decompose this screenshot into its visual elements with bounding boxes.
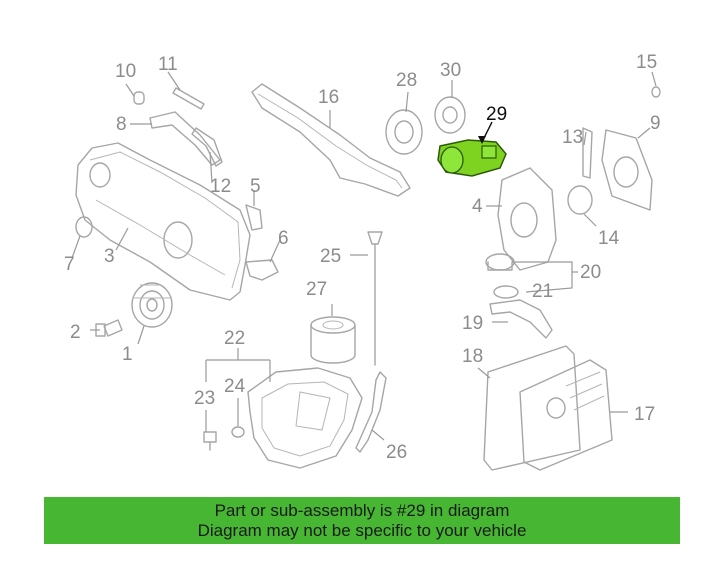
part-6-bracket (245, 259, 279, 281)
callout-23: 23 (194, 388, 215, 409)
callout-3: 3 (104, 246, 115, 267)
callout-16: 16 (318, 87, 339, 108)
callout-10: 10 (115, 61, 136, 82)
callout-2: 2 (70, 322, 81, 343)
callout-27: 27 (306, 279, 327, 300)
part-22-oil-pan (247, 367, 363, 469)
part-20-filler-cap (485, 253, 515, 271)
callout-29: 29 (486, 104, 507, 125)
banner-line-1: Part or sub-assembly is #29 in diagram (214, 501, 510, 520)
callout-12: 12 (210, 176, 231, 197)
leader-lines (71, 71, 657, 441)
part-15-pin (651, 86, 661, 98)
callout-1: 1 (122, 344, 133, 365)
callout-5: 5 (250, 176, 261, 197)
part-28-idler-pulley (385, 109, 423, 155)
callout-25: 25 (320, 246, 341, 267)
callout-20: 20 (580, 262, 601, 283)
banner-line-2: Diagram may not be specific to your vehi… (197, 521, 527, 540)
part-16-timing-belt (251, 83, 411, 197)
part-18-gasket (483, 345, 581, 471)
callout-4: 4 (472, 196, 483, 217)
part-11-seal-strip (172, 87, 205, 110)
part-7-plug (75, 216, 93, 238)
part-10-grommet (133, 91, 145, 105)
part-9-cover (601, 129, 653, 211)
part-25-dipstick (367, 231, 383, 366)
callout-21: 21 (532, 281, 553, 302)
info-banner: Part or sub-assembly is #29 in diagram D… (44, 497, 680, 544)
callout-9: 9 (650, 113, 661, 134)
callout-13: 13 (562, 127, 583, 148)
part-29-tensioner-highlighted (437, 139, 507, 177)
callout-14: 14 (598, 228, 620, 249)
part-19-oil-pipe (489, 299, 553, 339)
callout-17: 17 (634, 404, 655, 425)
part-8-gasket (149, 111, 221, 166)
part-1-crank-pulley (131, 282, 173, 328)
part-14-o-ring (567, 185, 593, 215)
callout-28: 28 (396, 70, 417, 91)
callout-22: 22 (224, 328, 245, 349)
callout-19: 19 (462, 313, 483, 334)
part-27-oil-filter (310, 316, 356, 364)
callout-8: 8 (116, 114, 127, 135)
callout-labels: 10 11 8 12 5 6 7 3 1 2 16 28 30 29 4 13 … (64, 52, 661, 463)
callout-24: 24 (224, 376, 246, 397)
callout-15: 15 (636, 52, 657, 73)
part-2-bolt (95, 319, 123, 337)
callout-11: 11 (158, 54, 178, 75)
callout-30: 30 (440, 60, 461, 81)
part-30-idler-pulley (434, 96, 466, 134)
callout-18: 18 (462, 346, 483, 367)
part-17-valve-cover (519, 359, 613, 471)
part-3-timing-cover (75, 142, 251, 301)
part-5-bracket (245, 204, 263, 231)
part-21-seal (493, 285, 519, 299)
part-26-dipstick-tube (355, 371, 387, 453)
callout-6: 6 (278, 228, 289, 249)
part-23-drain-bolt (203, 431, 217, 451)
part-24-washer (231, 426, 245, 438)
callout-7: 7 (64, 254, 75, 275)
callout-26: 26 (386, 442, 407, 463)
part-12-seal (191, 127, 223, 167)
part-13-seal (582, 127, 593, 179)
